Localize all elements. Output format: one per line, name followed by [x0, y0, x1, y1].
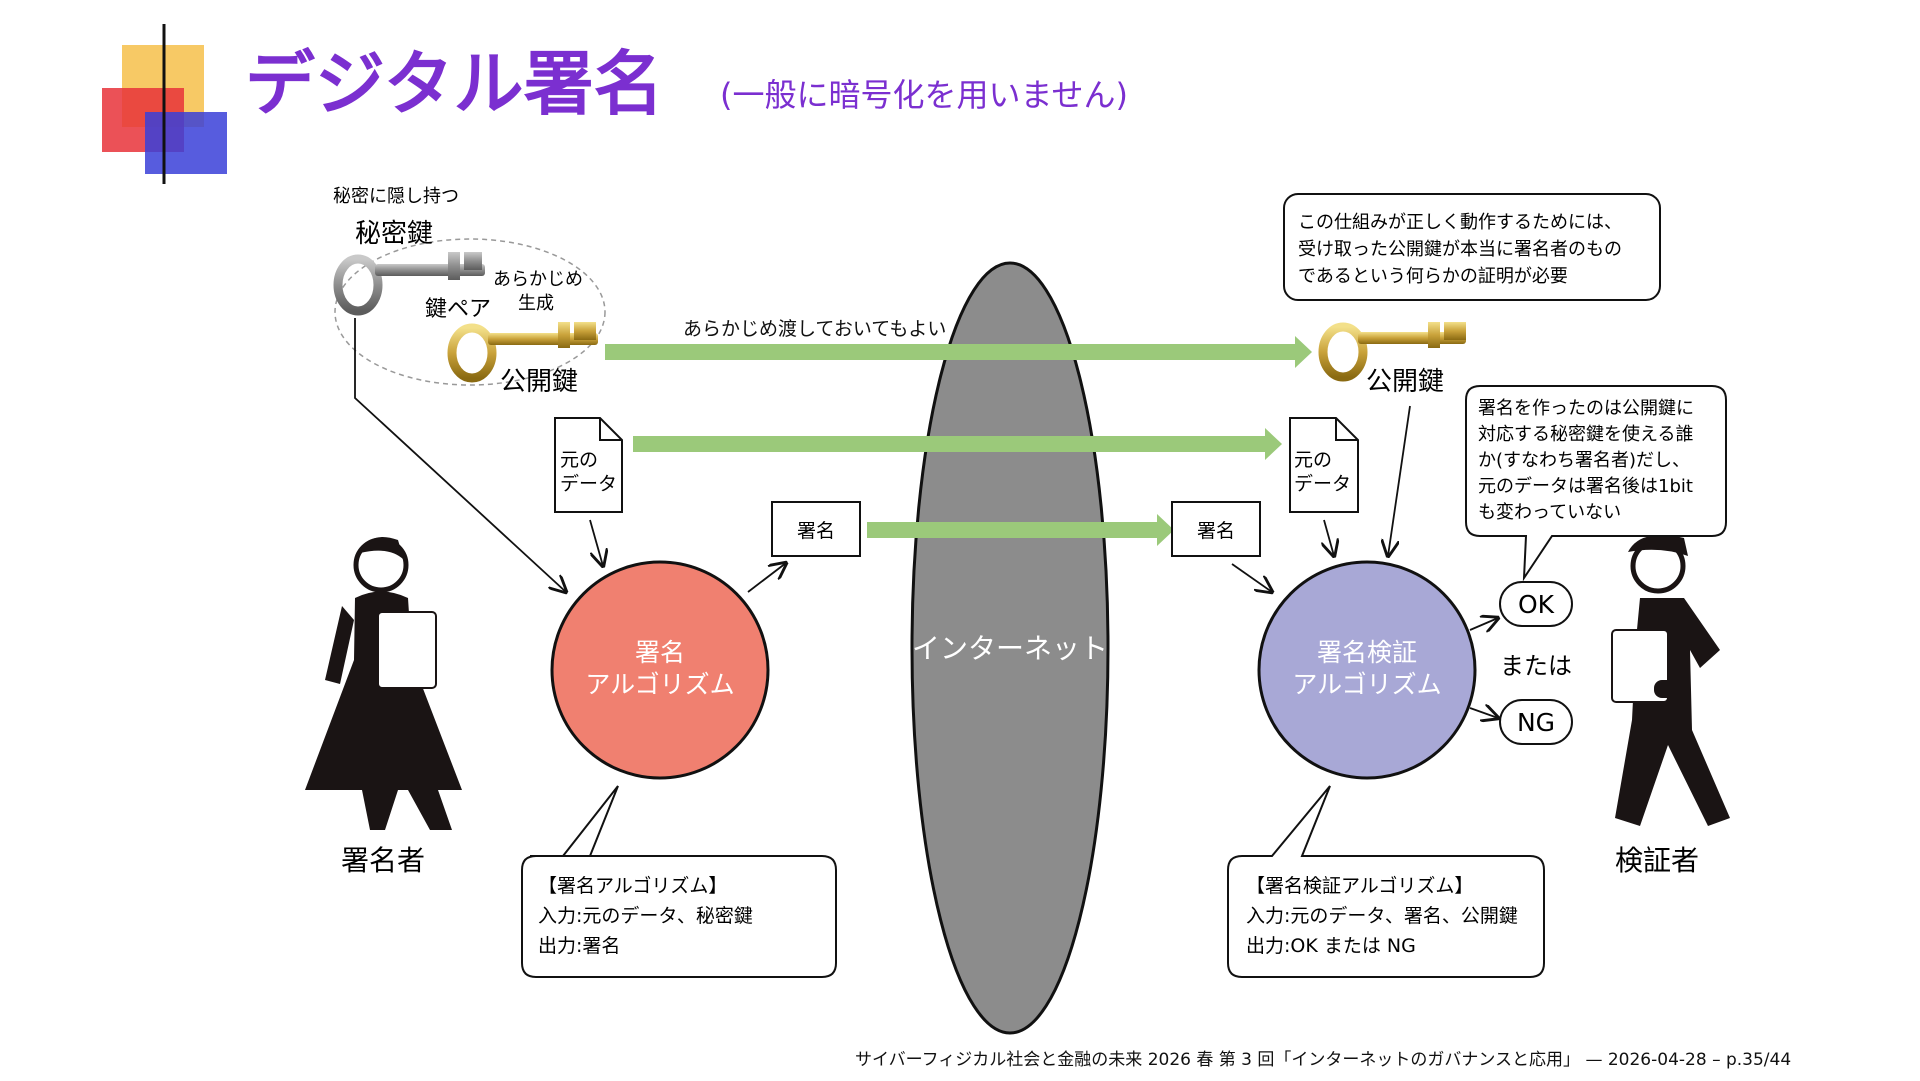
verification-algorithm-line2: アルゴリズム — [1292, 670, 1441, 699]
verification-algorithm-callout — [1227, 785, 1545, 978]
verifier-public-key-icon — [1318, 322, 1466, 382]
public-key-to-verify-arrow — [1388, 405, 1411, 556]
internet-label: インターネット — [912, 632, 1108, 665]
internet-ellipse — [910, 261, 1110, 1035]
slide-footer: サイバーフィジカル社会と金融の未来 2026 春 第 3 回「インターネットのガ… — [855, 1050, 1792, 1070]
certificate-note-line1: この仕組みが正しく動作するためには、 — [1298, 212, 1622, 233]
verifier-speech-line1: 署名を作ったのは公開鍵に — [1478, 398, 1694, 419]
signing-algorithm-callout — [521, 785, 837, 978]
title-decoration — [102, 24, 1240, 184]
verifier-speech-line4: 元のデータは署名後は1bit — [1478, 476, 1693, 497]
signature-to-verify-arrow — [1231, 563, 1272, 592]
verifier-doc-line2: データ — [1294, 473, 1351, 495]
private-key-label: 秘密鍵 — [355, 219, 433, 249]
private-key-icon — [333, 252, 485, 316]
verification-algorithm-circle — [1257, 560, 1477, 780]
signing-algorithm-line1: 署名 — [635, 638, 685, 667]
signer-person-icon — [305, 536, 462, 830]
verifier-label: 検証者 — [1615, 844, 1699, 877]
verification-box-title: 【署名検証アルゴリズム】 — [1246, 875, 1473, 897]
verification-box-output: 出力:OK または NG — [1246, 935, 1416, 957]
signer-signature-label: 署名 — [797, 520, 835, 542]
verifier-signature-label: 署名 — [1197, 520, 1235, 542]
verify-to-ng-arrow — [1469, 708, 1498, 718]
verifier-person-icon — [1611, 535, 1730, 826]
ok-result-box — [1499, 581, 1573, 627]
key-pair-label: 鍵ペア — [425, 297, 491, 322]
verifier-speech-line5: も変わっていない — [1478, 502, 1621, 523]
verification-algorithm-line1: 署名検証 — [1317, 638, 1417, 667]
certificate-note-box — [1283, 193, 1661, 301]
verifier-speech-bubble — [1465, 385, 1727, 582]
verifier-document-icon — [1289, 417, 1359, 513]
signer-public-key-icon — [447, 322, 598, 383]
page-subtitle: (一般に暗号化を用いません) — [720, 76, 1128, 114]
signing-algorithm-circle — [550, 560, 770, 780]
transfer-note: あらかじめ渡しておいてもよい — [683, 318, 946, 340]
pregen-label-2: 生成 — [518, 293, 554, 314]
verifier-doc-to-verify-arrow — [1324, 519, 1334, 556]
verifier-public-key-label: 公開鍵 — [1366, 367, 1444, 397]
verifier-signature-box — [1171, 501, 1261, 557]
hidden-note: 秘密に隠し持つ — [333, 186, 459, 207]
signing-box-input: 入力:元のデータ、秘密鍵 — [538, 905, 753, 927]
transfer-arrows — [605, 336, 1312, 546]
verify-to-ok-arrow — [1469, 618, 1498, 630]
signing-box-title: 【署名アルゴリズム】 — [538, 875, 727, 897]
certificate-note-line3: であるという何らかの証明が必要 — [1298, 266, 1568, 287]
page-title: デジタル署名 — [245, 43, 664, 125]
verifier-doc-line1: 元の — [1294, 449, 1332, 471]
ok-result-label: OK — [1518, 590, 1555, 619]
signer-doc-line2: データ — [560, 473, 617, 495]
signer-public-key-label: 公開鍵 — [500, 367, 578, 397]
signer-document-icon — [554, 417, 623, 513]
signing-box-output: 出力:署名 — [538, 935, 620, 957]
pregen-label-1: あらかじめ — [493, 269, 583, 290]
verifier-speech-line2: 対応する秘密鍵を使える誰 — [1478, 424, 1693, 445]
signing-algorithm-line2: アルゴリズム — [585, 670, 734, 699]
certificate-note-line2: 受け取った公開鍵が本当に署名者のもの — [1298, 239, 1622, 260]
or-label: または — [1500, 652, 1572, 680]
signer-doc-line1: 元の — [560, 449, 598, 471]
verifier-speech-line3: か(すなわち署名者)だし、 — [1478, 450, 1690, 471]
verification-box-input: 入力:元のデータ、署名、公開鍵 — [1246, 905, 1518, 927]
signer-signature-box — [771, 501, 861, 557]
ng-result-box — [1499, 699, 1573, 745]
doc-to-algorithm-arrow — [589, 519, 603, 566]
signer-label: 署名者 — [341, 844, 425, 877]
private-key-to-algorithm-arrow — [354, 318, 566, 592]
algorithm-to-signature-arrow — [747, 563, 786, 593]
ng-result-label: NG — [1517, 708, 1555, 737]
key-pair-group — [334, 238, 606, 386]
